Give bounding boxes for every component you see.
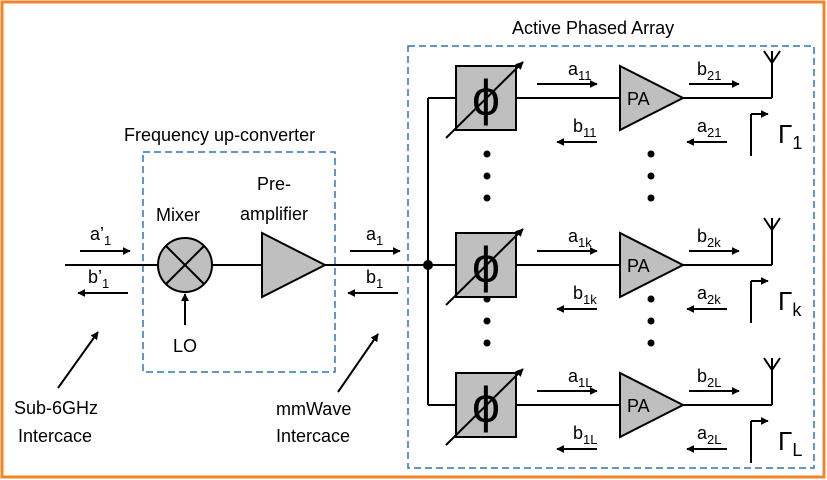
branch-3-b-out-label: b2L <box>697 366 721 390</box>
sub6-pointer <box>57 331 99 389</box>
a1-label: a1 <box>366 224 383 248</box>
preamp-label-line1: Pre- <box>257 174 291 194</box>
branch-1-b-in-label: b11 <box>573 116 597 140</box>
mixer <box>157 237 213 293</box>
branch-3-a-out-label: a2L <box>697 423 721 447</box>
branch-2-gamma-label: Γk <box>778 286 802 320</box>
phased-array-title: Active Phased Array <box>512 18 674 38</box>
branch-3-a-in-label: a1L <box>568 366 592 390</box>
branch-2-tunable-arrow <box>445 228 524 306</box>
preamp-label-line2: amplifier <box>240 204 308 224</box>
b1p-label: b’1 <box>88 267 109 291</box>
branch-3-pa-label: PA <box>627 396 650 416</box>
mmwave-pointer <box>337 333 379 393</box>
branch-1-pa-label: PA <box>627 89 650 109</box>
b1-label: b1 <box>366 267 383 291</box>
ellipsis-dots <box>483 150 655 347</box>
upconverter-title: Frequency up-converter <box>124 125 315 145</box>
sub6-label-line1: Sub-6GHz <box>14 398 98 418</box>
branch-3-power-amplifier <box>619 371 686 439</box>
branch-3-gamma-label: ΓL <box>778 426 802 460</box>
branch-2-a-in-label: a1k <box>568 226 592 250</box>
upconverter-box <box>142 151 336 373</box>
branch-1-a-in-label: a11 <box>568 59 592 83</box>
branch-1-b-out-label: b21 <box>697 59 721 83</box>
lo-label: LO <box>173 336 197 356</box>
branch-3-tunable-arrow <box>445 368 524 446</box>
preamplifier <box>261 231 328 299</box>
branch-1-a-out-label: a21 <box>697 116 721 140</box>
sub6-label-line2: Intercace <box>18 426 92 446</box>
mixer-label: Mixer <box>156 205 200 225</box>
array-branches: ϕPAa11b11b21a21Γ1ϕPAa1kb1kb2ka2kΓkϕPAa1L… <box>428 50 802 463</box>
mmwave-label-line1: mmWave <box>276 399 351 419</box>
branch-1-power-amplifier <box>619 64 686 132</box>
branch-1-tunable-arrow <box>445 61 524 139</box>
phased-array-box <box>407 45 815 469</box>
branch-2-power-amplifier <box>619 231 686 299</box>
branch-1-gamma-label: Γ1 <box>778 119 802 153</box>
mmwave-label-line2: Intercace <box>276 426 350 446</box>
branch-3-b-in-label: b1L <box>573 423 597 447</box>
branch-2-b-in-label: b1k <box>573 283 597 307</box>
branch-2-b-out-label: b2k <box>697 226 721 250</box>
branch-2-a-out-label: a2k <box>697 283 721 307</box>
branch-2-pa-label: PA <box>627 256 650 276</box>
a1p-label: a’1 <box>90 224 111 248</box>
